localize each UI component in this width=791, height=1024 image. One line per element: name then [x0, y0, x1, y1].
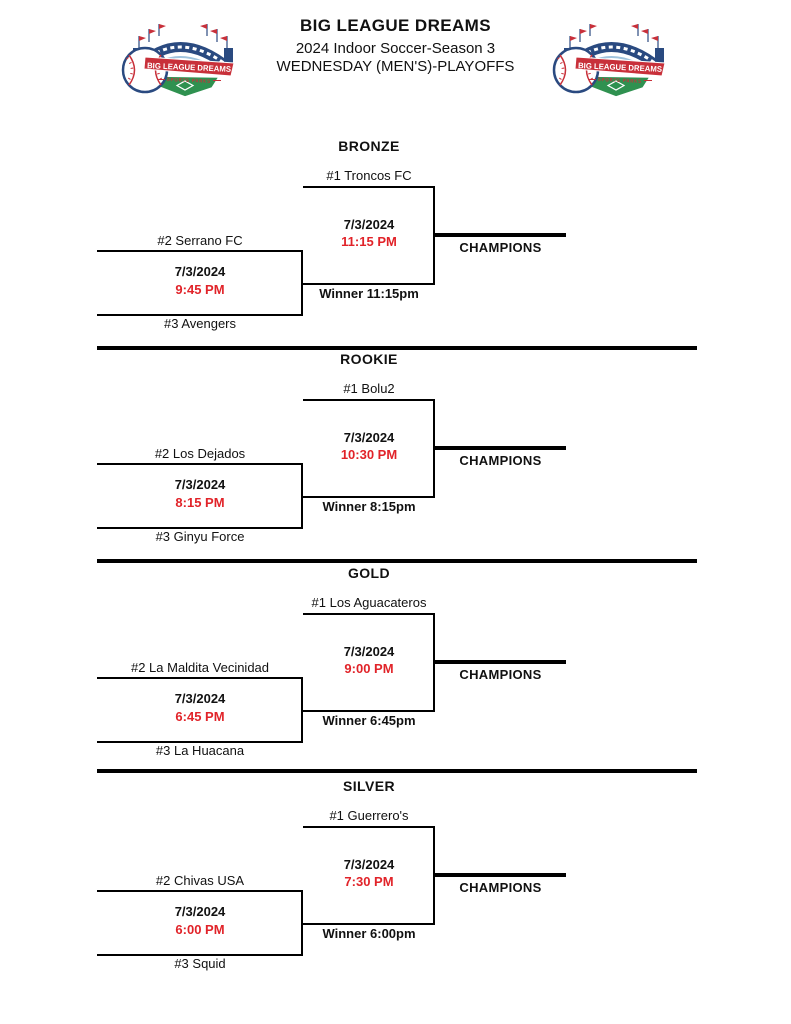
seed2-team-label: #2 Los Dejados	[154, 446, 246, 461]
champions-label: CHAMPIONS	[459, 880, 542, 895]
final-right-line	[433, 186, 435, 285]
bracket-rookie: ROOKIE #1 Bolu2 7/3/2024 10:30 PM CHAMPI…	[0, 343, 791, 553]
section-divider	[97, 346, 697, 350]
seed3-team-label: #3 Ginyu Force	[155, 529, 245, 544]
semi-top-line	[97, 890, 303, 892]
semi-top-line	[97, 677, 303, 679]
final-bottom-line	[303, 710, 435, 712]
semi-right-line	[301, 890, 303, 956]
semi-time: 8:15 PM	[175, 495, 225, 510]
seed3-team-label: #3 La Huacana	[155, 743, 245, 758]
final-time: 10:30 PM	[340, 447, 398, 462]
final-bottom-line	[303, 923, 435, 925]
seed2-team-label: #2 La Maldita Vecinidad	[130, 660, 270, 675]
final-bottom-line	[303, 496, 435, 498]
semi-date: 7/3/2024	[174, 477, 226, 492]
final-bottom-line	[303, 283, 435, 285]
bracket-silver: SILVER #1 Guerrero's 7/3/2024 7:30 PM CH…	[0, 770, 791, 980]
champions-line	[435, 873, 566, 877]
champions-line	[435, 233, 566, 237]
seed3-team-label: #3 Squid	[174, 956, 226, 971]
section-divider	[97, 769, 697, 773]
final-date: 7/3/2024	[343, 857, 395, 872]
semi-bottom-line	[97, 314, 303, 316]
final-date: 7/3/2024	[343, 644, 395, 659]
semi-time: 6:45 PM	[175, 709, 225, 724]
seed2-team-label: #2 Serrano FC	[157, 233, 243, 248]
final-feeder-label: Winner 6:45pm	[322, 713, 416, 728]
final-date: 7/3/2024	[343, 217, 395, 232]
division-title: ROOKIE	[340, 351, 398, 367]
section-divider	[97, 559, 697, 563]
final-top-line	[303, 826, 435, 828]
page-subtitle-event: WEDNESDAY (MEN'S)-PLAYOFFS	[276, 58, 515, 75]
final-feeder-label: Winner 11:15pm	[319, 286, 419, 301]
bracket-gold: GOLD #1 Los Aguacateros 7/3/2024 9:00 PM…	[0, 557, 791, 767]
semi-right-line	[301, 677, 303, 743]
champions-label: CHAMPIONS	[459, 240, 542, 255]
final-time: 9:00 PM	[344, 661, 394, 676]
semi-date: 7/3/2024	[174, 691, 226, 706]
champions-label: CHAMPIONS	[459, 453, 542, 468]
semi-time: 9:45 PM	[175, 282, 225, 297]
seed2-team-label: #2 Chivas USA	[155, 873, 245, 888]
division-title: GOLD	[347, 565, 391, 581]
final-feeder-label: Winner 6:00pm	[322, 926, 416, 941]
final-time: 11:15 PM	[341, 234, 397, 249]
division-title: BRONZE	[338, 138, 400, 154]
final-right-line	[433, 613, 435, 712]
seed1-team-label: #1 Guerrero's	[329, 808, 409, 823]
final-top-line	[303, 399, 435, 401]
final-right-line	[433, 826, 435, 925]
semi-right-line	[301, 463, 303, 529]
seed1-team-label: #1 Los Aguacateros	[311, 595, 427, 610]
seed3-team-label: #3 Avengers	[163, 316, 237, 331]
semi-bottom-line	[97, 741, 303, 743]
division-title: SILVER	[343, 778, 395, 794]
semi-date: 7/3/2024	[174, 904, 226, 919]
bracket-bronze: BRONZE #1 Troncos FC 7/3/2024 11:15 PM C…	[0, 130, 791, 340]
semi-date: 7/3/2024	[174, 264, 226, 279]
seed1-team-label: #1 Bolu2	[343, 381, 395, 396]
seed1-team-label: #1 Troncos FC	[326, 168, 412, 183]
page-subtitle-season: 2024 Indoor Soccer-Season 3	[295, 40, 496, 57]
semi-time: 6:00 PM	[175, 922, 225, 937]
champions-label: CHAMPIONS	[459, 667, 542, 682]
final-time: 7:30 PM	[344, 874, 394, 889]
page-title: BIG LEAGUE DREAMS	[300, 16, 491, 35]
final-top-line	[303, 613, 435, 615]
semi-bottom-line	[97, 954, 303, 956]
semi-bottom-line	[97, 527, 303, 529]
final-feeder-label: Winner 8:15pm	[322, 499, 416, 514]
champions-line	[435, 660, 566, 664]
semi-top-line	[97, 463, 303, 465]
final-right-line	[433, 399, 435, 498]
champions-line	[435, 446, 566, 450]
semi-right-line	[301, 250, 303, 316]
final-top-line	[303, 186, 435, 188]
final-date: 7/3/2024	[343, 430, 395, 445]
semi-top-line	[97, 250, 303, 252]
